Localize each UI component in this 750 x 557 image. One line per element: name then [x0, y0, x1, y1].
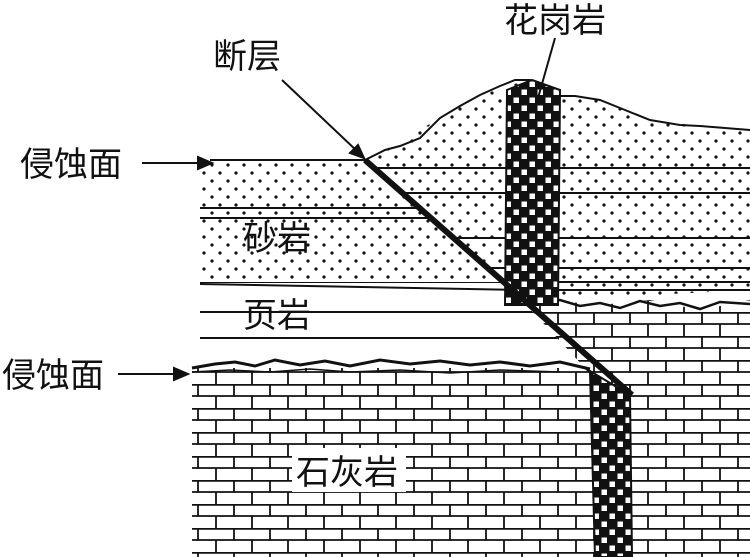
- shale-layer: [200, 281, 750, 368]
- limestone-label-backdrop: [292, 448, 406, 492]
- limestone-label: 石灰岩: [296, 453, 398, 493]
- erosion-surface-upper-label: 侵蚀面: [20, 145, 122, 185]
- fault-label: 断层: [213, 37, 281, 77]
- sandstone-label: 砂岩: [243, 219, 311, 259]
- fault-line: [363, 157, 634, 398]
- limestone-layer: [191, 282, 750, 557]
- sandstone-layer: [200, 79, 750, 300]
- erosion-surface-lower-label: 侵蚀面: [2, 356, 104, 396]
- granite-label: 花岗岩: [504, 1, 606, 41]
- leader-lines: [118, 37, 556, 382]
- shale-label: 页岩: [243, 296, 311, 336]
